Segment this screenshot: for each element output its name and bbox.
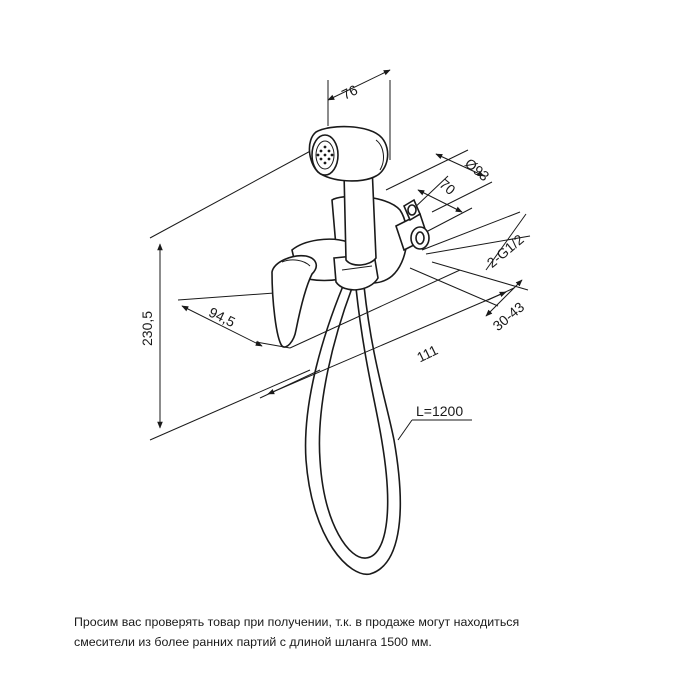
dim-70-label: 70 [436, 176, 458, 198]
dim-thread-label: 2-G1/2 [484, 231, 527, 271]
note-line-2: смесители из более ранних партий с длино… [74, 635, 432, 649]
outlet-connector [395, 198, 430, 252]
dim-111-label: 111 [414, 342, 440, 366]
shower-head [308, 125, 389, 266]
spray-nozzles [316, 145, 334, 165]
dimension-111: 111 [259, 269, 515, 399]
note-line-1: Просим вас проверять товар при получении… [74, 615, 520, 629]
dimension-30-43: 30-43 [409, 261, 529, 334]
dimension-thread: 2-G1/2 [421, 211, 531, 271]
hose [304, 285, 402, 575]
hose-length-label: L=1200 [397, 403, 472, 441]
dim-76-label: 76 [339, 81, 360, 102]
dim-230-5-label: 230,5 [139, 311, 155, 346]
dimension-76: 76 [327, 69, 391, 160]
dimension-diameter-93: Ø93 [385, 149, 493, 213]
lever-handle [271, 254, 318, 348]
dimension-230-5: 230,5 [139, 147, 317, 441]
warning-note: Просим вас проверять товар при получении… [74, 612, 634, 652]
dim-30-43-label: 30-43 [490, 299, 528, 334]
dim-93-label: Ø93 [462, 155, 493, 184]
hose-length-text: L=1200 [416, 403, 463, 419]
